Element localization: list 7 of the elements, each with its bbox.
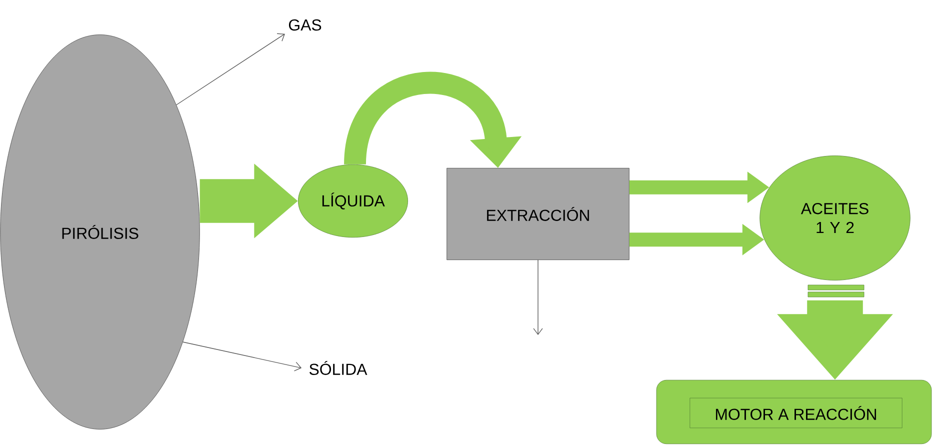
product-label: SÓLIDA [310, 361, 368, 375]
output-label-box: MOTOR A REACCIÓN [690, 398, 902, 428]
arrow [176, 33, 285, 106]
process-box: EXTRACCIÓN [446, 168, 630, 260]
product-label: GAS [288, 19, 322, 31]
arrow [533, 260, 543, 335]
arrow [182, 342, 302, 372]
